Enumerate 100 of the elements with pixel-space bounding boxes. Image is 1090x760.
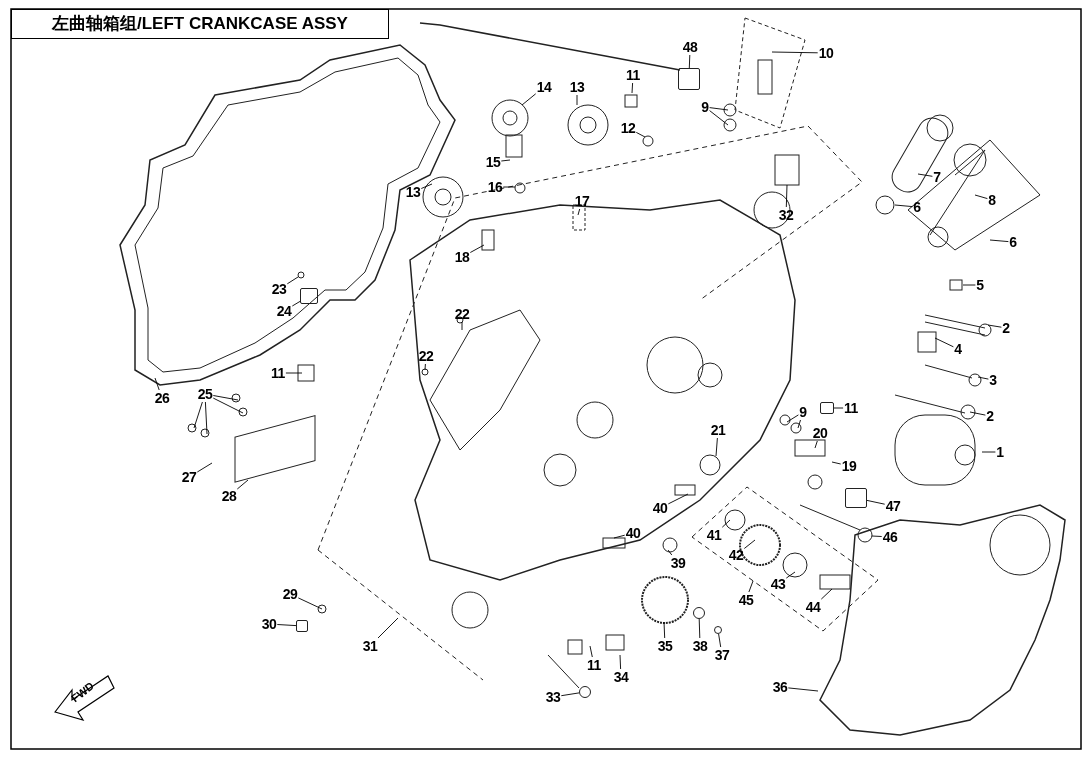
- callout-number: 24: [276, 304, 292, 318]
- leader-line: [709, 107, 729, 111]
- leader-line: [613, 534, 626, 539]
- callout-number: 38: [692, 639, 708, 653]
- leader-line: [469, 244, 485, 253]
- leader-line: [709, 110, 729, 126]
- callout-number: 27: [181, 470, 197, 484]
- callout-number: 39: [670, 556, 686, 570]
- leader-line: [297, 597, 323, 610]
- leader-line: [521, 93, 537, 106]
- callout-number: 45: [738, 593, 754, 607]
- callout-number: 48: [682, 40, 698, 54]
- callout-number: 4: [954, 342, 962, 356]
- callout-number: 7: [933, 170, 941, 184]
- callout-number: 29: [282, 587, 298, 601]
- callout-number: 11: [626, 68, 640, 82]
- leader-line: [715, 437, 718, 457]
- leader-line: [718, 633, 722, 648]
- leader-line: [743, 539, 756, 549]
- leader-line: [500, 159, 511, 162]
- leader-line: [667, 549, 673, 556]
- part-outline: [296, 620, 308, 632]
- leader-line: [833, 407, 844, 409]
- leader-line: [236, 479, 249, 490]
- leader-line: [989, 239, 1009, 243]
- callout-number: 37: [714, 648, 730, 662]
- leader-line: [577, 208, 581, 216]
- leader-line: [787, 687, 819, 692]
- leader-line: [291, 300, 301, 307]
- callout-number: 30: [261, 617, 277, 631]
- leader-line: [814, 440, 818, 449]
- leader-line: [502, 186, 516, 188]
- callout-number: 40: [652, 501, 668, 515]
- callout-number: 22: [418, 349, 434, 363]
- leader-line: [721, 519, 731, 528]
- callout-number: 17: [574, 194, 590, 208]
- callout-number: 1: [996, 445, 1004, 459]
- leader-line: [785, 571, 796, 579]
- leader-line: [276, 624, 297, 627]
- callout-number: 19: [841, 459, 857, 473]
- callout-number: 21: [710, 423, 726, 437]
- leader-line: [866, 499, 886, 505]
- title-box: 左曲轴箱组/LEFT CRANKCASE ASSY: [11, 9, 389, 39]
- callout-number: 33: [545, 690, 561, 704]
- leader-line: [424, 363, 426, 371]
- callout-number: 26: [154, 391, 170, 405]
- leader-line: [204, 401, 208, 435]
- part-outline: [845, 488, 867, 508]
- leader-line: [154, 377, 160, 391]
- leader-line: [663, 621, 666, 639]
- leader-line: [771, 51, 819, 54]
- leader-line: [987, 324, 1002, 328]
- callout-number: 6: [1009, 235, 1017, 249]
- leader-line: [560, 692, 580, 697]
- callout-number: 2: [986, 409, 994, 423]
- leader-line: [871, 535, 883, 537]
- callout-number: 43: [770, 577, 786, 591]
- part-outline: [820, 402, 834, 414]
- leader-line: [688, 54, 691, 69]
- leader-line: [748, 580, 754, 593]
- callout-number: 23: [271, 282, 287, 296]
- callout-number: 11: [844, 401, 858, 415]
- callout-number: 22: [454, 307, 470, 321]
- callout-number: 40: [625, 526, 641, 540]
- leader-line: [196, 462, 213, 473]
- callout-number: 11: [271, 366, 285, 380]
- callout-number: 3: [989, 373, 997, 387]
- callout-number: 31: [362, 639, 378, 653]
- part-outline: [300, 288, 318, 304]
- leader-line: [969, 411, 986, 416]
- callout-number: 8: [988, 193, 996, 207]
- leader-line: [193, 401, 203, 429]
- leader-line: [785, 184, 788, 208]
- callout-number: 13: [569, 80, 585, 94]
- callout-number: 34: [613, 670, 629, 684]
- callout-number: 46: [882, 530, 898, 544]
- callout-number: 9: [799, 405, 807, 419]
- leader-line: [667, 493, 689, 505]
- callout-number: 6: [913, 200, 921, 214]
- leader-line: [786, 414, 799, 423]
- leader-line: [631, 82, 634, 94]
- leader-line: [797, 419, 801, 429]
- leader-line: [212, 397, 244, 414]
- callout-number: 28: [221, 489, 237, 503]
- leader-line: [698, 618, 701, 639]
- leader-line: [894, 204, 913, 208]
- callout-number: 13: [405, 185, 421, 199]
- leader-line: [285, 372, 303, 374]
- callout-number: 11: [587, 658, 601, 672]
- leader-line: [286, 276, 299, 285]
- callout-number: 15: [485, 155, 501, 169]
- callout-number: 36: [772, 680, 788, 694]
- callout-number: 14: [536, 80, 552, 94]
- callout-number: 9: [701, 100, 709, 114]
- leader-line: [820, 588, 833, 600]
- leader-line: [461, 321, 463, 331]
- callout-number: 12: [620, 121, 636, 135]
- callout-number: 32: [778, 208, 794, 222]
- callout-number: 18: [454, 250, 470, 264]
- part-outline: [678, 68, 700, 90]
